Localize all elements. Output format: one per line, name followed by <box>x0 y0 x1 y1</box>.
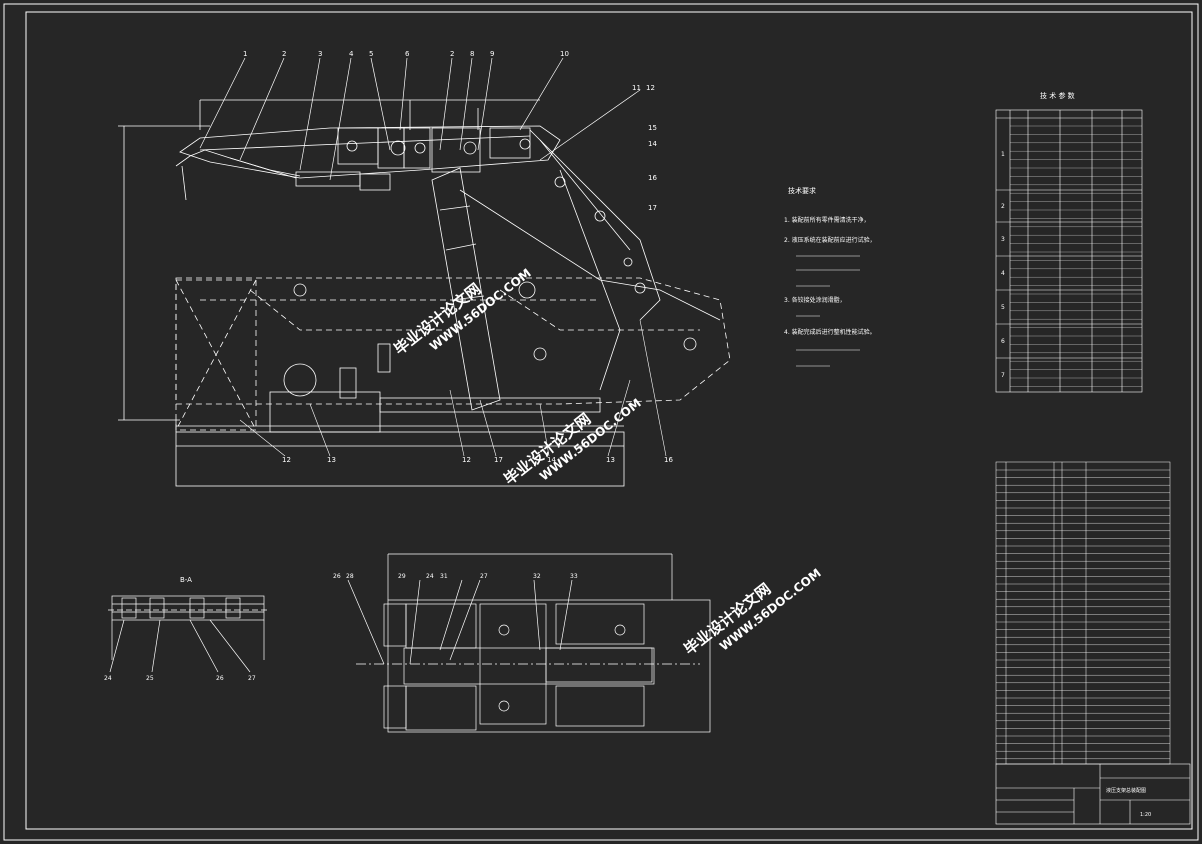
part-number: 6 <box>405 50 410 58</box>
scale-label: 1:20 <box>1140 812 1151 818</box>
bottom-leaders <box>239 319 667 457</box>
tech-note-text-lines <box>796 255 860 367</box>
tech-note-line: 4. 装配完成后进行整机性能试验。 <box>784 328 876 336</box>
part-number: 4 <box>349 50 354 58</box>
part-number: 13 <box>606 456 615 464</box>
tech-note-line: 2. 液压系统在装配前应进行试验， <box>784 236 876 244</box>
main-side-view <box>118 99 731 487</box>
part-number: 32 <box>533 573 541 580</box>
plan-view <box>347 553 711 733</box>
tech-note-line: 3. 各铰接处涂润滑脂， <box>784 296 846 304</box>
part-number: 9 <box>490 50 494 58</box>
part-number: 14 <box>648 140 657 148</box>
tech-notes-title: 技术要求 <box>788 186 816 195</box>
part-number: 12 <box>462 456 471 464</box>
part-number: 12 <box>282 456 291 464</box>
spec-table-row-numbers: 1 2 3 4 5 6 7 <box>1001 151 1005 379</box>
part-number: 31 <box>440 573 448 580</box>
section-view-numbers: 24 25 26 27 <box>104 675 256 682</box>
part-number: 29 <box>398 573 406 580</box>
part-number: 11 <box>632 84 641 92</box>
part-number: 33 <box>570 573 578 580</box>
spec-table-title: 技 术 参 数 <box>1040 91 1075 100</box>
part-number: 26 <box>333 573 341 580</box>
tech-note-line: 1. 装配前所有零件需清洗干净， <box>784 216 870 224</box>
part-number: 15 <box>648 124 657 132</box>
spec-row-number: 4 <box>1001 270 1005 277</box>
part-number: 24 <box>426 573 434 580</box>
spec-table <box>995 109 1143 393</box>
part-leaders-top <box>199 57 641 181</box>
part-number: 16 <box>664 456 673 464</box>
part-number: 1 <box>243 50 247 58</box>
part-number: 12 <box>646 84 655 92</box>
spec-row-number: 1 <box>1001 151 1005 158</box>
part-number: 3 <box>318 50 322 58</box>
part-number: 2 <box>282 50 286 58</box>
title-block <box>995 763 1191 825</box>
spec-row-number: 3 <box>1001 236 1005 243</box>
part-number: 10 <box>560 50 569 58</box>
spec-row-number: 2 <box>1001 203 1005 210</box>
part-numbers-top: 1 2 3 4 5 6 2 8 9 10 11 12 <box>243 50 655 92</box>
spec-row-number: 5 <box>1001 304 1005 311</box>
inner-frame <box>25 11 1193 830</box>
part-number: 16 <box>648 174 657 182</box>
part-number: 17 <box>648 204 657 212</box>
part-numbers-bottom: 12 13 12 17 14 13 16 <box>282 456 673 464</box>
outer-frame <box>3 3 1199 841</box>
part-number: 26 <box>216 675 224 682</box>
part-number: 17 <box>494 456 503 464</box>
technical-notes: 技术要求 1. 装配前所有零件需清洗干净， 2. 液压系统在装配前应进行试验， … <box>784 186 876 336</box>
part-number: 24 <box>104 675 112 682</box>
spec-row-number: 6 <box>1001 338 1005 345</box>
section-view-label: B-A <box>180 576 192 584</box>
part-number: 27 <box>480 573 488 580</box>
part-number: 13 <box>327 456 336 464</box>
part-number: 5 <box>369 50 373 58</box>
part-number: 14 <box>547 456 556 464</box>
part-numbers-right: 15 14 16 17 <box>648 124 657 212</box>
drawing-title: 液压支架总装配图 <box>1106 787 1146 794</box>
parts-list-rows <box>996 469 1170 759</box>
parts-list-table <box>995 461 1171 765</box>
part-number: 2 <box>450 50 454 58</box>
part-number: 25 <box>146 675 154 682</box>
part-number: 28 <box>346 573 354 580</box>
spec-table-inner-rows <box>1010 125 1142 387</box>
plan-view-numbers: 26 28 29 24 31 27 32 33 <box>333 573 578 580</box>
section-view <box>108 595 268 673</box>
spec-row-number: 7 <box>1001 372 1005 379</box>
part-number: 8 <box>470 50 474 58</box>
part-number: 27 <box>248 675 256 682</box>
